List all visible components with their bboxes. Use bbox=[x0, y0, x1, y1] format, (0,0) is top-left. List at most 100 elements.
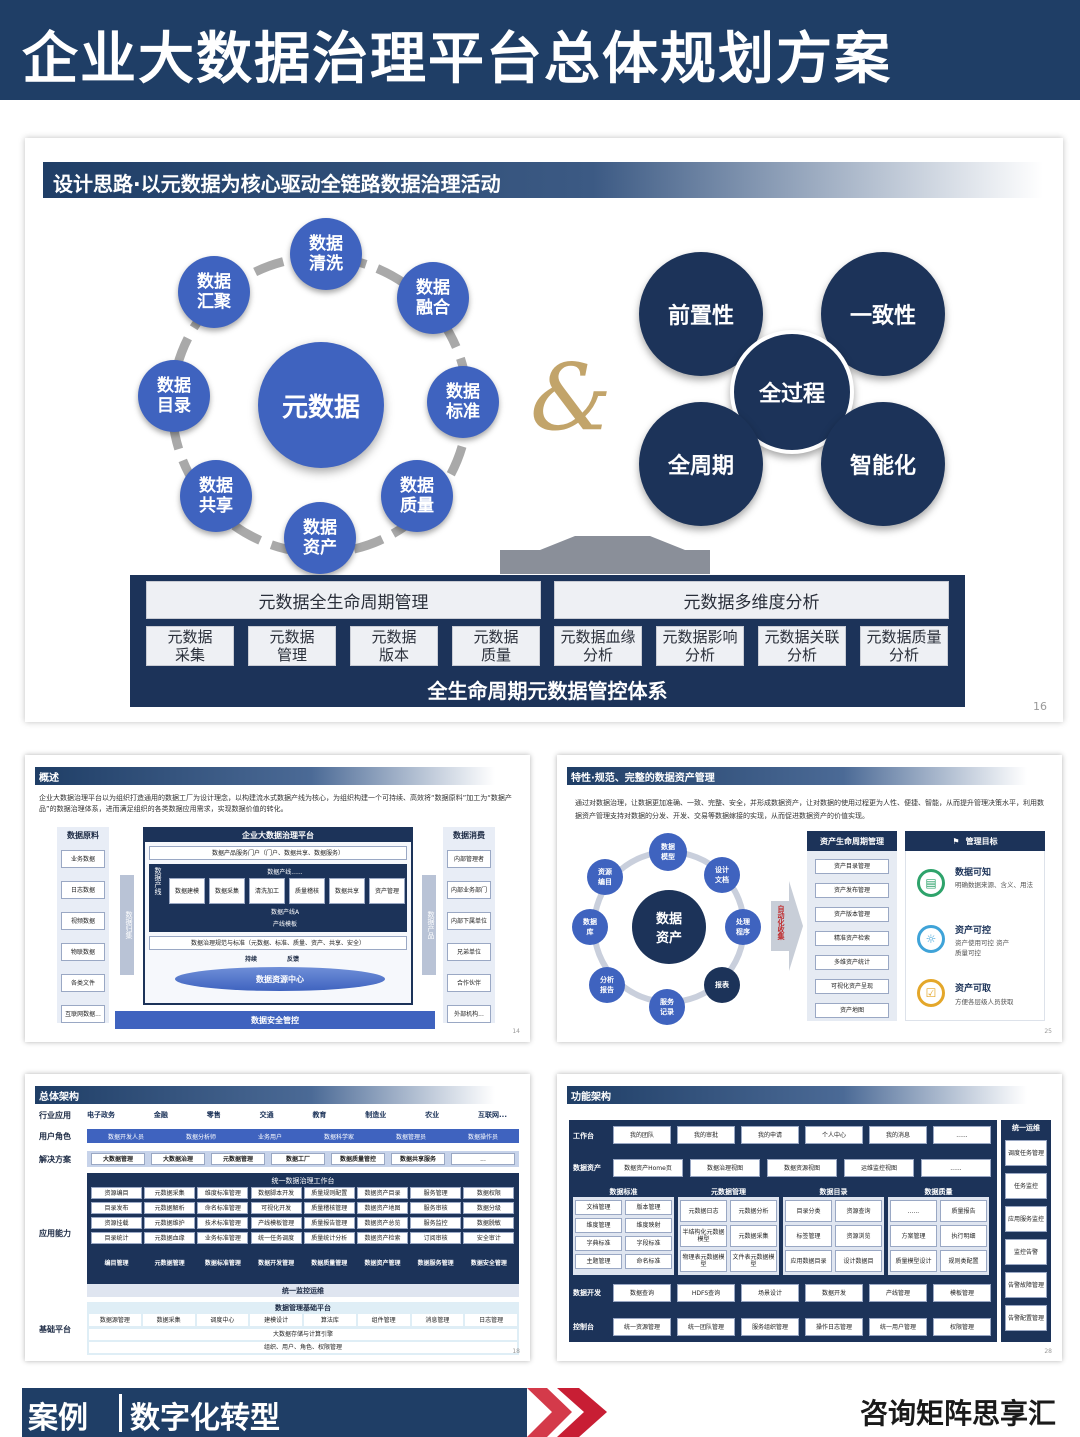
slide-title-bar: 特性·规范、完整的数据资产管理 bbox=[567, 767, 1027, 785]
pipeline-step: 资产管理 bbox=[369, 878, 405, 904]
pipeline-step: 数据采集 bbox=[209, 878, 245, 904]
capability-item: 数据资产总览 bbox=[357, 1217, 408, 1229]
metadata-item: 元数据影响分析 bbox=[656, 626, 744, 666]
raw-data-head: 数据原料 bbox=[67, 831, 99, 840]
group-item: 目录分类 bbox=[785, 1200, 832, 1222]
product-arrow: 数据产品 bbox=[422, 875, 436, 975]
main-slide: 设计思路·以元数据为核心驱动全链路数据治理活动 元数据 数据清洗 数据融合 数据… bbox=[25, 138, 1063, 722]
role-item: 数据开发人员 bbox=[107, 1133, 144, 1141]
page-number: 25 bbox=[1044, 1028, 1052, 1035]
org-management: 组织、用户、角色、权限管理 bbox=[89, 1342, 517, 1353]
raw-data-item: 视频数据 bbox=[61, 912, 105, 930]
industry-item: 金融 bbox=[153, 1111, 168, 1119]
lifecycle-item: 资产发布管理 bbox=[815, 883, 889, 898]
group-head: 元数据管理 bbox=[678, 1186, 779, 1197]
product-arrow-label: 数据产品 bbox=[427, 911, 435, 939]
auto-collect-arrow bbox=[771, 881, 803, 971]
consumer-item: 内部下属单位 bbox=[447, 912, 491, 930]
capability-item: 数据权限 bbox=[463, 1187, 515, 1199]
asset-ring-node: 服务记录 bbox=[649, 989, 685, 1025]
capability-item: 元数据采集 bbox=[144, 1187, 196, 1199]
trait-full-cycle: 全周期 bbox=[639, 402, 763, 526]
workbench-item: 我的团队 bbox=[613, 1126, 671, 1144]
workbench-item: 个人中心 bbox=[805, 1126, 863, 1144]
asset-ring-node: 分析报告 bbox=[589, 967, 625, 1003]
asset-ring-label: 分析报告 bbox=[600, 976, 614, 994]
asset-intro: 通过对数据治理，让数据更加准确、一致、完整、安全，并形成数据资产，让对数据的使用… bbox=[575, 799, 1044, 820]
capability-item: 业务标准管理 bbox=[197, 1232, 249, 1244]
ring-node-cleaning: 数据清洗 bbox=[290, 218, 362, 290]
slide-title: 总体架构 bbox=[39, 1092, 79, 1103]
lifecycle-item: 资产版本管理 bbox=[815, 907, 889, 922]
row-label: 解决方案 bbox=[39, 1155, 71, 1164]
lifecycle-item: 资产地图 bbox=[815, 1003, 889, 1018]
group-item: 字典标准 bbox=[575, 1236, 622, 1251]
resource-center-label: 数据资源中心 bbox=[256, 974, 304, 984]
metadata-item-label: 元数据血缘分析 bbox=[560, 628, 636, 664]
group-item: 主题管理 bbox=[575, 1254, 622, 1269]
platform-title: 企业大数据治理平台 bbox=[145, 829, 411, 842]
roles-bar: 数据开发人员 数据分析师 业务用户 数据科学家 数据管理员 数据操作员 bbox=[87, 1129, 519, 1143]
goals-head-label: 管理目标 bbox=[965, 836, 998, 846]
metadata-item: 元数据关联分析 bbox=[758, 626, 846, 666]
ring-node-asset: 数据资产 bbox=[284, 502, 356, 574]
row-label: 应用能力 bbox=[39, 1229, 71, 1238]
metadata-item: 元数据管理 bbox=[248, 626, 336, 666]
security-bar: 数据安全管控 bbox=[115, 1011, 435, 1029]
industry-item: 交通 bbox=[259, 1111, 274, 1119]
lifecycle-item: 可视化资产呈现 bbox=[815, 979, 889, 994]
check-icon: ▤ bbox=[917, 869, 945, 897]
persist-label: 持续 bbox=[245, 956, 258, 963]
feedback-label: 反馈 bbox=[287, 956, 300, 963]
collect-arrow: 数据归集 bbox=[120, 875, 134, 975]
storage-engine: 大数据存储与计算引擎 bbox=[89, 1329, 517, 1340]
asset-item: ...... bbox=[921, 1159, 991, 1177]
overview-intro: 企业大数据治理平台以为组织打造通用的数据工厂为设计理念，以构建流水式数据产线为核… bbox=[39, 794, 512, 813]
capability-item: 数据资产地图 bbox=[357, 1202, 408, 1214]
metadata-item-label: 元数据管理 bbox=[269, 628, 315, 664]
industry-item: 电子政务 bbox=[87, 1111, 115, 1119]
solution-item: 数据共享服务 bbox=[391, 1153, 445, 1165]
footer-label: 案例 数字化转型 bbox=[22, 1388, 527, 1437]
capability-item: 订阅审核 bbox=[410, 1232, 462, 1244]
capability-item: 质量稽核管理 bbox=[303, 1202, 355, 1214]
capability-item: 目录统计 bbox=[91, 1232, 142, 1244]
ops-item: 调度任务管理 bbox=[1005, 1140, 1047, 1166]
capability-item: 资源编目 bbox=[91, 1187, 142, 1199]
row-label: 数据资产 bbox=[573, 1164, 601, 1172]
group-item: 半结构化元数据模型 bbox=[680, 1225, 727, 1247]
raw-data-item: 日志数据 bbox=[61, 881, 105, 899]
ring-node-quality: 数据质量 bbox=[381, 460, 453, 532]
capability-item: 数据脚本开发 bbox=[250, 1187, 302, 1199]
line-template: 产线模板 bbox=[272, 921, 297, 928]
group-item: 命名标准 bbox=[625, 1254, 672, 1269]
consumer-item: 合作伙伴 bbox=[447, 974, 491, 992]
lifecycle-item: 精准资产检索 bbox=[815, 931, 889, 946]
consumer-item: 内部管理者 bbox=[447, 850, 491, 868]
capability-item: 数据资产目录 bbox=[357, 1187, 408, 1199]
analysis-header: 元数据多维度分析 bbox=[554, 581, 949, 619]
solution-item: 元数据管理 bbox=[211, 1153, 265, 1165]
industry-item: 教育 bbox=[312, 1111, 327, 1119]
metadata-item-label: 元数据版本 bbox=[371, 628, 417, 664]
ring-node-label: 数据标准 bbox=[446, 382, 480, 422]
monitor-bar: 统一监控运维 bbox=[87, 1284, 519, 1297]
capability-item: 数据脱敏 bbox=[463, 1217, 515, 1229]
asset-ring-label: 处理程序 bbox=[736, 918, 750, 936]
group-item: 维度映射 bbox=[625, 1218, 672, 1233]
topic-label: 数字化转型 bbox=[130, 1401, 280, 1436]
slide-function-architecture: 功能架构 工作台 数据资产 数据开发 控制台 统一运维 28 我的团队我的审批我… bbox=[557, 1074, 1062, 1361]
capability-item: 可视化开发 bbox=[250, 1202, 302, 1214]
ampersand-glyph: & bbox=[530, 344, 612, 451]
goal-title: 资产可取 bbox=[955, 984, 992, 994]
asset-core: 数据资产 bbox=[632, 890, 706, 964]
group-item: ...... bbox=[890, 1200, 937, 1222]
governance-spec: 数据治理规范与标准（元数据、标准、质量、资产、共享、安全） bbox=[149, 936, 407, 950]
metadata-item: 元数据版本 bbox=[350, 626, 438, 666]
group-item: 方案管理 bbox=[890, 1225, 937, 1247]
pipeline-step: 数据建模 bbox=[169, 878, 205, 904]
ring-node-label: 数据清洗 bbox=[309, 234, 343, 274]
product-portal: 数据产品服务门户（门户、数据共享、数据服务） bbox=[149, 846, 407, 860]
metadata-item: 元数据血缘分析 bbox=[554, 626, 642, 666]
metadata-item: 元数据采集 bbox=[146, 626, 234, 666]
